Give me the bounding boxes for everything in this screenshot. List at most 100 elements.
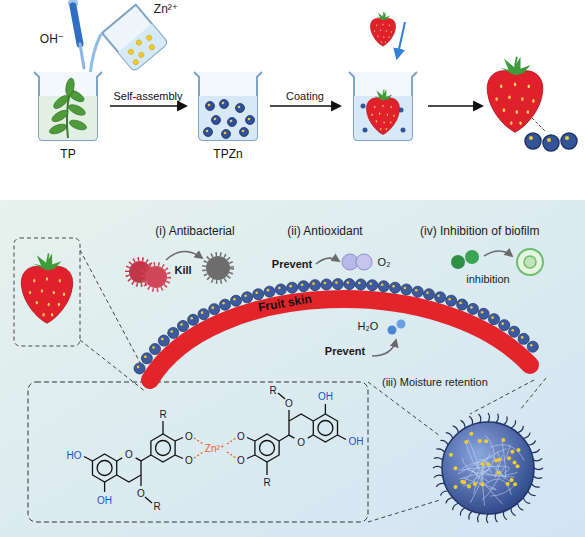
strawberry-inset xyxy=(14,238,146,392)
zinc-beaker xyxy=(127,48,134,55)
beaker-outline xyxy=(242,130,245,133)
coated-strawberry xyxy=(487,57,543,132)
oxygen-molecule xyxy=(356,254,372,270)
atom-label: OH xyxy=(349,436,364,447)
zinc-beaker xyxy=(135,39,142,46)
fruit-skin-band xyxy=(231,295,242,306)
fruit-skin-band xyxy=(415,289,418,292)
chemical-structure xyxy=(175,438,183,442)
chemical-structure xyxy=(318,421,333,436)
nanoparticle xyxy=(453,503,459,510)
beaker-outline xyxy=(240,128,249,137)
fruit-skin-band xyxy=(190,317,193,320)
fruit-skin-band xyxy=(267,289,270,292)
fruit-skin-band xyxy=(275,284,286,295)
nanoparticle xyxy=(497,458,501,462)
action-label: Kill xyxy=(174,264,191,276)
action-label: inhibition xyxy=(466,273,509,285)
nanoparticle xyxy=(446,433,453,439)
water-molecule xyxy=(397,320,406,329)
coating-particles xyxy=(525,118,577,151)
fruit-skin-band xyxy=(309,280,320,291)
beaker-outline xyxy=(224,132,227,135)
chemical-structure xyxy=(28,382,368,522)
chemical-structure xyxy=(140,475,141,486)
zinc-beaker xyxy=(124,32,160,66)
beaker-outline xyxy=(220,100,229,109)
fruit-skin-band xyxy=(367,280,378,291)
fruit-skin-band xyxy=(332,279,343,290)
nanoparticle xyxy=(488,413,490,422)
nanoparticle xyxy=(449,453,453,457)
strawberry-inset xyxy=(14,238,80,346)
chemical-structure xyxy=(28,382,368,522)
fruit-skin-band xyxy=(141,353,152,364)
nanoparticle xyxy=(478,513,480,522)
fruit-skin-band xyxy=(381,283,384,286)
nanoparticle xyxy=(453,426,459,433)
atom-label: O xyxy=(137,488,145,499)
coating-beaker xyxy=(361,104,366,109)
fruit-skin-band xyxy=(287,282,298,293)
pipette xyxy=(68,0,84,68)
beaker-outline xyxy=(34,72,102,140)
beaker-label: TP xyxy=(60,148,75,162)
nanoparticle xyxy=(510,478,514,482)
atom-label: HO xyxy=(67,450,82,461)
biofilm-cells xyxy=(524,256,536,268)
chemical-structure xyxy=(288,410,289,421)
nanoparticle xyxy=(507,456,511,460)
beaker-outline xyxy=(236,104,245,113)
fruit-skin-band xyxy=(404,287,407,290)
oxygen-molecule xyxy=(316,254,372,270)
beaker-outline xyxy=(48,122,68,136)
strawberry-inset xyxy=(80,340,146,392)
chemical-structure xyxy=(93,454,117,482)
pipette xyxy=(80,44,84,68)
fruit-skin-band xyxy=(137,366,140,369)
fruit-skin-band xyxy=(144,356,147,359)
nanoparticle xyxy=(518,503,524,510)
nanoparticle xyxy=(440,440,448,445)
zinc-beaker xyxy=(118,24,168,71)
fruit-skin-band xyxy=(264,286,275,297)
bacteria xyxy=(127,251,232,290)
nanoparticle xyxy=(496,471,500,475)
nanoparticle xyxy=(433,413,543,523)
nanoparticle xyxy=(480,482,484,486)
nanoparticle xyxy=(501,438,505,442)
beaker-outline xyxy=(238,106,241,109)
fruit-skin-band xyxy=(150,299,530,380)
fruit-skin-band xyxy=(390,282,401,293)
nanoparticle xyxy=(460,480,464,484)
nanoparticle xyxy=(469,432,473,436)
coating-beaker xyxy=(401,128,406,133)
ion-label: Zn²⁺ xyxy=(205,443,225,454)
nanoparticle xyxy=(460,508,465,516)
nanoparticle xyxy=(523,498,530,504)
reagent-label: Zn²⁺ xyxy=(154,3,178,16)
fruit-skin-band xyxy=(178,320,189,331)
beaker-outline xyxy=(206,130,209,133)
fruit-skin-band xyxy=(170,330,173,333)
zoom-lines xyxy=(368,382,440,436)
chemical-structure xyxy=(194,438,203,444)
fruit-skin-band xyxy=(180,323,183,326)
nanoparticle xyxy=(517,448,521,452)
zinc-beaker xyxy=(148,44,155,51)
coating-particles xyxy=(547,138,551,142)
fruit-skin-band xyxy=(335,281,338,284)
nanoparticle xyxy=(461,420,466,428)
beaker-outline xyxy=(230,120,233,123)
chemical-structure xyxy=(84,393,346,503)
function-title: (ii) Antioxidant xyxy=(287,225,362,238)
beaker-outline xyxy=(208,104,211,107)
fruit-skin-band xyxy=(437,294,440,297)
nanoparticle xyxy=(534,468,543,470)
fruit-skin-band xyxy=(426,291,429,294)
chemical-structure xyxy=(117,458,141,482)
atom-label: R xyxy=(153,501,160,512)
nanoparticle xyxy=(511,420,516,428)
coating-particles xyxy=(529,136,533,140)
